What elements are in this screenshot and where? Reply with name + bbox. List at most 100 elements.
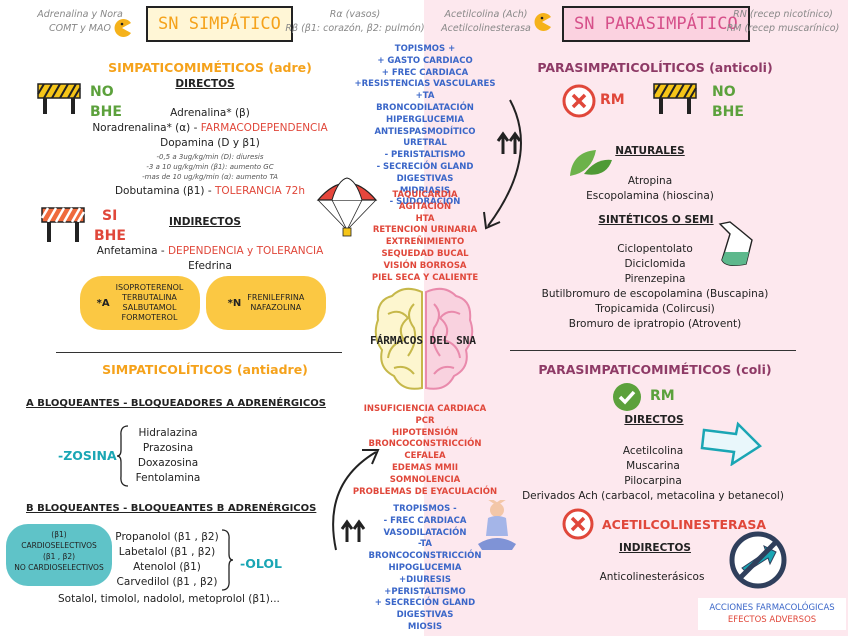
- leaf-icon: [570, 150, 612, 176]
- pill-drug: TERBUTALINA: [122, 293, 177, 302]
- effect: HIPOTENSIÓN: [391, 427, 459, 438]
- dose-line: -mas de 10 ug/kg/min (α): aumento TA: [142, 173, 278, 181]
- effect: MIDRIASIS: [399, 185, 451, 196]
- olol-drug: Atenolol (β1): [133, 561, 201, 573]
- rm-label: RM: [650, 388, 675, 404]
- effects-bottom-red: INSUFICIENCIA CARDIACA PCR HIPOTENSIÓN B…: [352, 404, 498, 498]
- left-divider: [56, 352, 342, 353]
- acetilcolinesterasa-label: ACETILCOLINESTERASA: [602, 517, 766, 532]
- cardioselectivos-pill: (β1) CARDIOSELECTIVOS (β1 , β2) NO CARDI…: [6, 524, 112, 586]
- no-text: NO: [90, 84, 114, 100]
- cardio-line: NO CARDIOSELECTIVOS: [14, 563, 104, 572]
- effect: +PERISTALTISMO: [384, 586, 466, 597]
- effect: PIEL SECA Y CALIENTE: [371, 272, 479, 283]
- simpatico-si-bhe: SI BHE: [94, 206, 126, 246]
- drug-name: Adrenalina* (β): [170, 107, 250, 119]
- sintetico-drug: Pirenzepina: [624, 273, 686, 285]
- cardio-line: (β1): [51, 530, 67, 539]
- effect: CEFALEA: [404, 451, 446, 462]
- effect: TROPISMOS -: [393, 504, 457, 514]
- sinteticos-label: SINTÉTICOS O SEMI: [598, 214, 714, 226]
- cardio-line: CARDIOSELECTIVOS: [21, 541, 97, 550]
- a-block-title: A BLOQUEANTES - BLOQUEADORES A ADRENÉRGI…: [26, 398, 326, 409]
- right-receptor-2: RM (recep muscarínico): [726, 23, 840, 34]
- effect: PCR: [415, 415, 435, 426]
- pill-n-label: *N: [227, 297, 242, 309]
- simpatico-no-bhe: NO BHE: [90, 82, 122, 122]
- effect: - SECRECIÓN GLAND DIGESTIVAS: [376, 161, 474, 184]
- natural-drug: Escopolamina (hioscina): [586, 190, 714, 202]
- pill-n-drugs: FRENILEFRINA NAFAZOLINA: [247, 293, 304, 313]
- effect: + SECRECIÓN GLAND DIGESTIVAS: [374, 598, 476, 621]
- effect: SEQUEDAD BUCAL: [381, 248, 469, 259]
- simpaticoliticos-title: SIMPATICOLÍTICOS (antiadre): [102, 362, 308, 377]
- right-divider: [510, 350, 796, 351]
- directos-item: Dopamina (D y β1): [70, 136, 350, 151]
- bhe-text: BHE: [712, 104, 744, 120]
- pacman-icon: [534, 13, 551, 31]
- drug-name: Anfetamina -: [96, 245, 168, 257]
- barrier-icon: [37, 83, 81, 114]
- pill-a-label: *A: [96, 297, 110, 309]
- parasimpaticomimeticos-title: PARASIMPATICOMIMÉTICOS (coli): [538, 362, 772, 377]
- right-note-2: Acetilcolinesterasa: [441, 23, 531, 34]
- curved-arrow-icon: [483, 99, 522, 230]
- drug-note: TOLERANCIA 72h: [214, 185, 306, 197]
- curved-arrow-icon: [332, 449, 380, 551]
- drug-name: Dopamina (D y β1): [160, 137, 260, 149]
- pill-a: *A ISOPROTERENOL TERBUTALINA SALBUTAMOL …: [80, 276, 200, 330]
- effect: INSUFICIENCIA CARDIACA: [363, 404, 487, 414]
- right-top-notes: Acetilcolina (Ach) Acetilcolinesterasa: [436, 8, 536, 36]
- left-note-2: COMT y MAO: [49, 23, 111, 34]
- cancel-icon: [562, 508, 594, 540]
- effect: BRONCOCONSTRICCIÓN: [368, 439, 482, 450]
- arrow-right-icon: [700, 421, 762, 466]
- olol-drug: Carvedilol (β1 , β2): [116, 576, 218, 588]
- simpaticomimeticos-title: SIMPATICOMIMÉTICOS (adre): [108, 60, 312, 75]
- no-text: NO: [712, 84, 736, 100]
- effect: BRONCOCONSTRICCIÓN: [368, 551, 482, 562]
- olol-drug: Labetalol (β1 , β2): [118, 546, 216, 558]
- effect: +RESISTENCIAS VASCULARES: [354, 79, 496, 90]
- effect: ANTIESPASMODÍTICO URETRAL: [374, 126, 476, 149]
- directos-item: Adrenalina* (β): [70, 106, 350, 121]
- indirectos-label: INDIRECTOS: [619, 542, 691, 554]
- cardio-line: (β1 , β2): [42, 552, 76, 561]
- barrier-icon: [653, 83, 697, 114]
- right-note-1: Acetilcolina (Ach): [444, 9, 528, 20]
- effect: + GASTO CARDIACO: [377, 55, 473, 66]
- effect: EXTREÑIMIENTO: [385, 237, 465, 248]
- sintetico-drug: Diciclomida: [624, 258, 686, 270]
- bhe-text: BHE: [90, 104, 122, 120]
- effect: - PERISTALTISMO: [384, 150, 466, 161]
- olol-drug: Propanolol (β1 , β2): [115, 531, 219, 543]
- zosina-drug: Doxazosina: [137, 457, 199, 469]
- sinteticos-list: Ciclopentolato Diciclomida Pirenzepina B…: [530, 242, 780, 332]
- right-receptors: RN (recep nicotínico) RM (recep muscarín…: [720, 8, 846, 36]
- effects-bottom-blue: TROPISMOS - - FREC CARDIACA VASODILATACI…: [352, 504, 498, 634]
- naturales-label: NATURALES: [615, 145, 685, 157]
- coli-drug: Derivados Ach (carbacol, metacolina y be…: [522, 490, 784, 502]
- cancel-icon: [562, 84, 596, 118]
- zosina-drug: Fentolamina: [135, 472, 201, 484]
- dose-line: -3 a 10 ug/kg/min (β1): aumento GC: [146, 163, 274, 171]
- dobutamina: Dobutamina (β1) - TOLERANCIA 72h: [70, 184, 350, 199]
- effects-top-blue: TOPISMOS + + GASTO CARDIACO + FREC CARDI…: [352, 44, 498, 209]
- left-receptors: Rα (vasos) Rβ (β1: corazón, β2: pulmón): [280, 8, 430, 36]
- effect: BRONCODILATACIÓN: [376, 102, 474, 113]
- left-receptor-1: Rα (vasos): [329, 9, 381, 20]
- left-top-notes: Adrenalina y Nora COMT y MAO: [30, 8, 130, 36]
- olol-list: Propanolol (β1 , β2) Labetalol (β1 , β2)…: [112, 530, 222, 590]
- right-title: SN PARASIMPÁTICO: [562, 6, 750, 42]
- b-block-title: B BLOQUEANTES - BLOQUEANTES B ADRENÉRGIC…: [26, 503, 317, 514]
- effects-top-red: TAQUICARDIA AGITACIÓN HTA RETENCION URIN…: [352, 190, 498, 284]
- effect: HIPOGLUCEMIA: [388, 562, 462, 573]
- effect: PROBLEMAS DE EYACULACIÓN: [352, 486, 498, 497]
- dopamina-doses: -0,5 a 3ug/kg/min (D): diuresis -3 a 10 …: [70, 152, 350, 182]
- pill-drug: NAFAZOLINA: [250, 303, 302, 312]
- coli-drug: Acetilcolina: [622, 445, 684, 457]
- zosina-list: Hidralazina Prazosina Doxazosina Fentola…: [128, 426, 208, 486]
- legend-actions: ACCIONES FARMACOLÓGICAS: [709, 603, 835, 613]
- rm-label: RM: [600, 92, 625, 108]
